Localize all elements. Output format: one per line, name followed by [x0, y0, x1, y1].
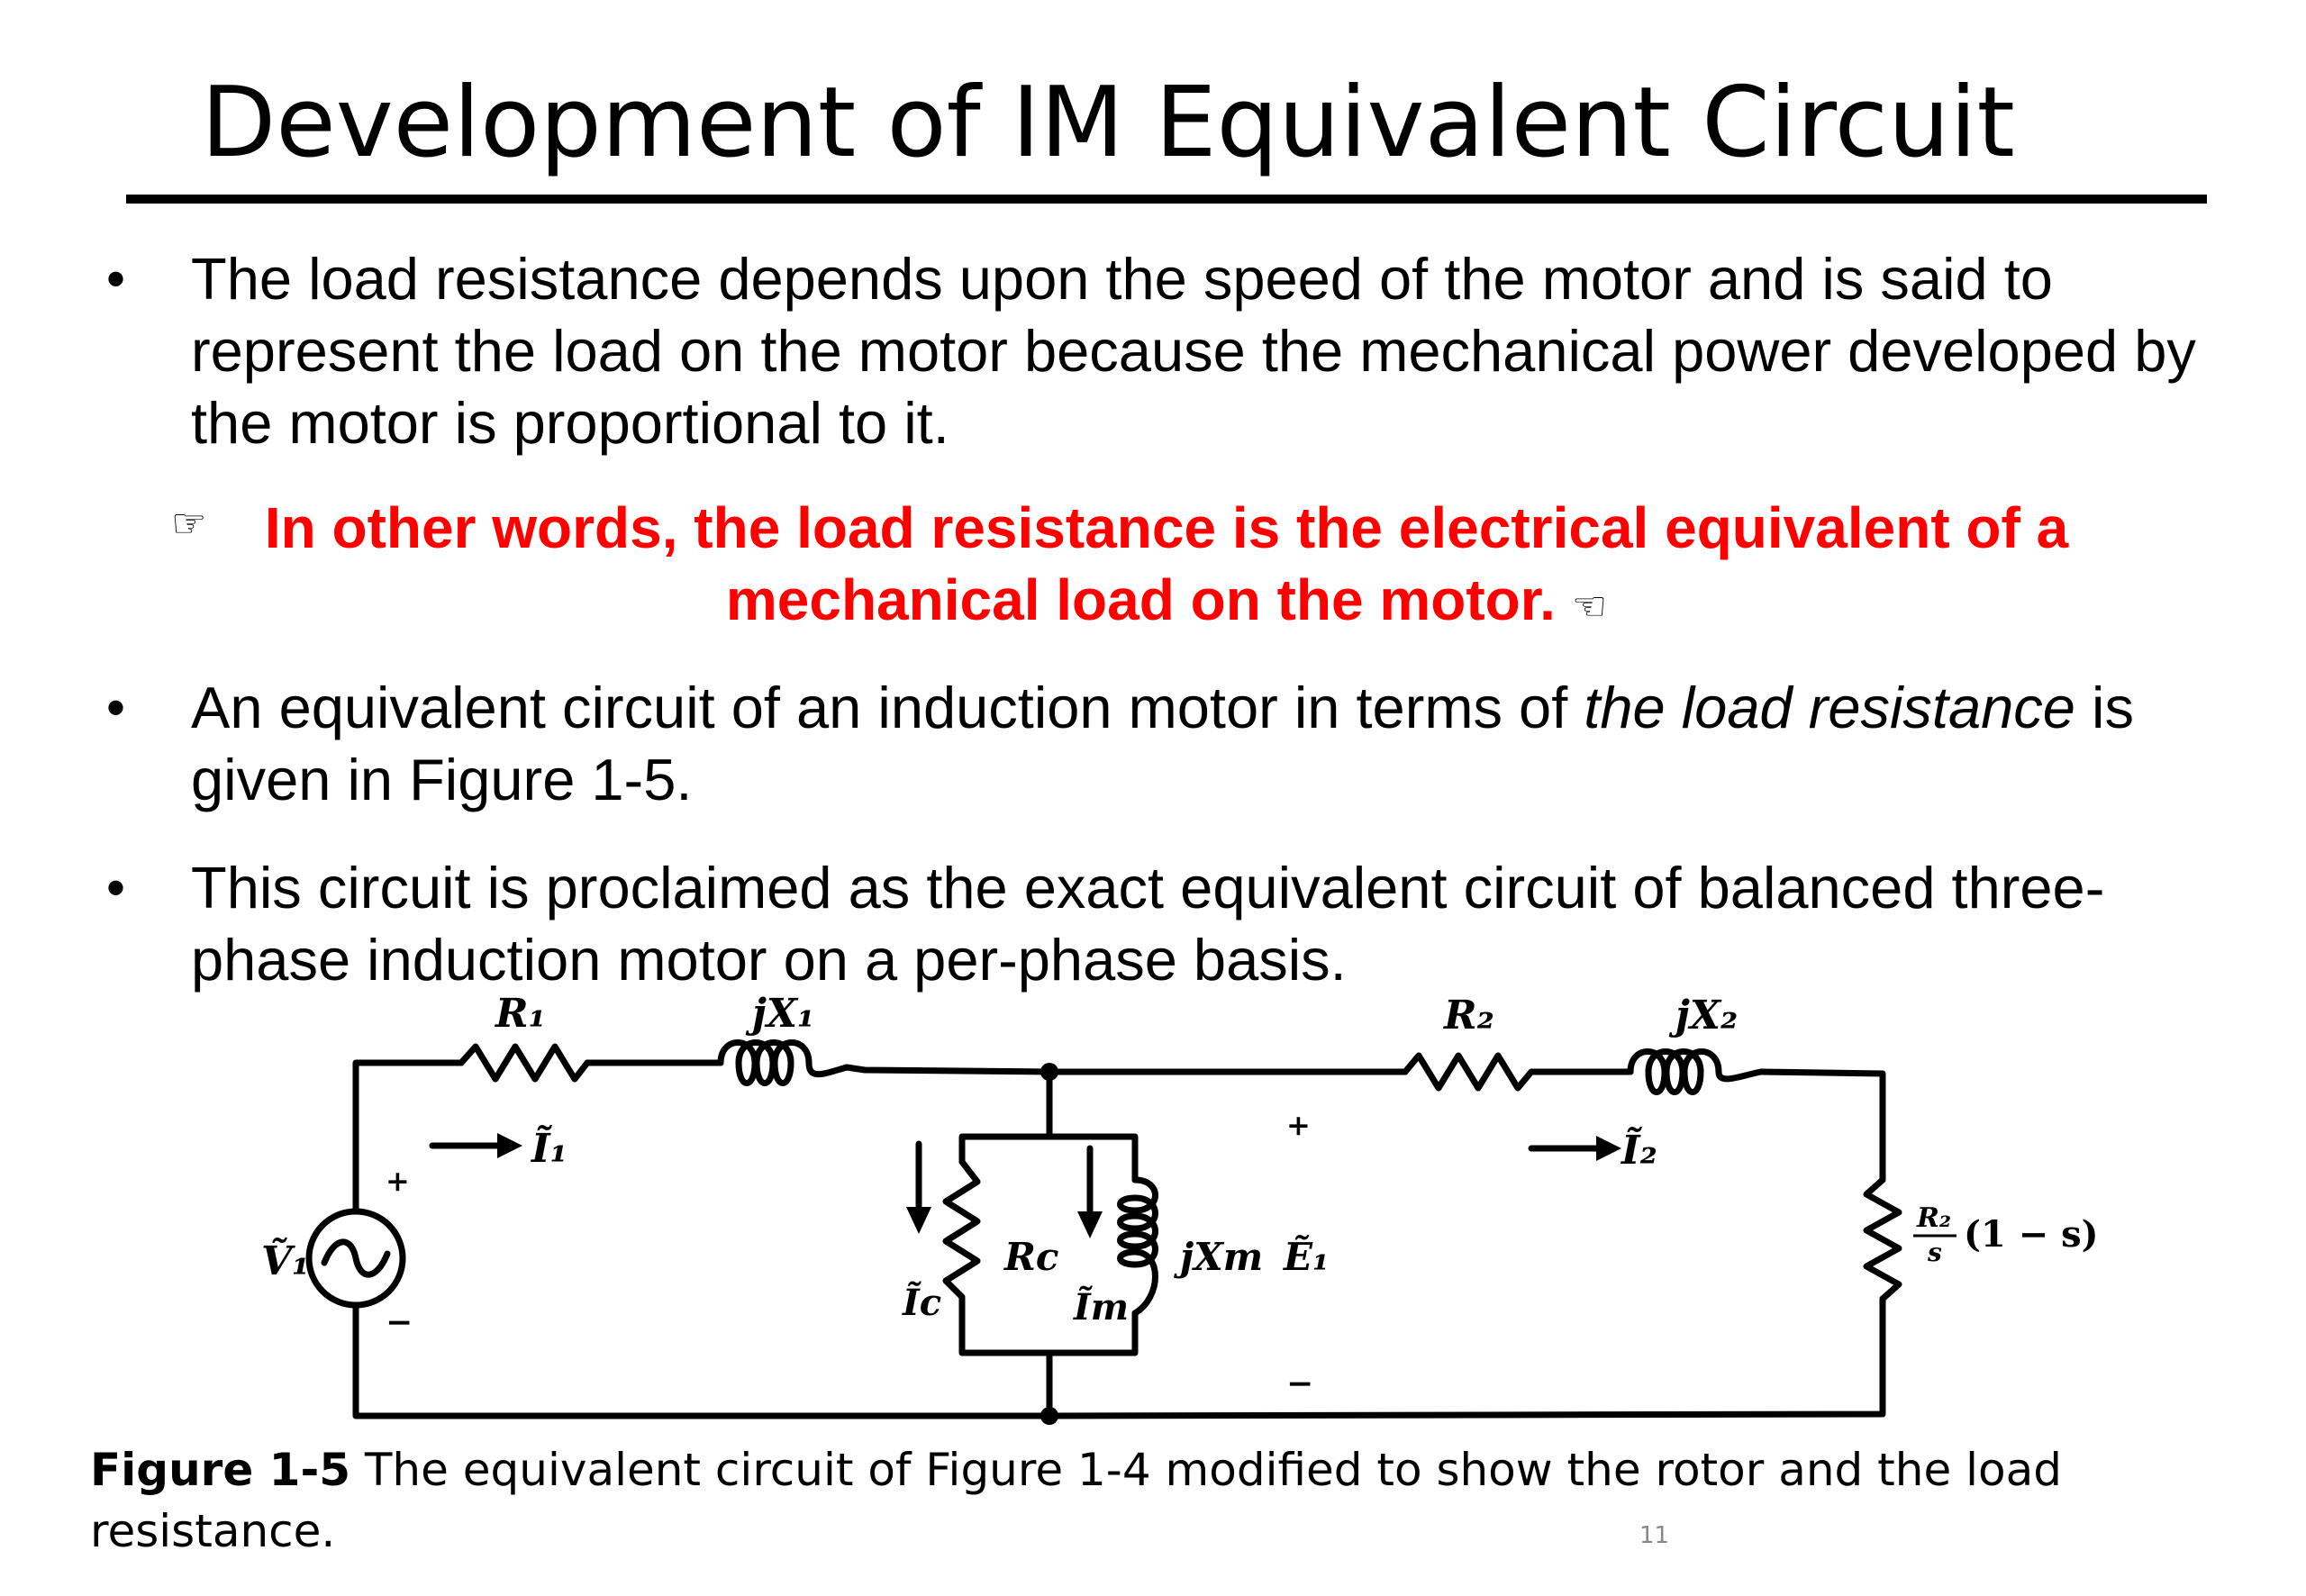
- bullet-marker: •: [106, 677, 126, 738]
- bullet-marker: •: [106, 857, 126, 918]
- slide-title: Development of IM Equivalent Circuit: [201, 67, 2015, 179]
- page-number: 11: [1639, 1522, 1670, 1549]
- label-load-factor: (1 − s): [1964, 1213, 2099, 1256]
- title-underline: [126, 195, 2207, 204]
- label-i1: Ĩ₁: [530, 1124, 567, 1172]
- figure-caption-text: The equivalent circuit of Figure 1-4 mod…: [90, 1444, 2062, 1557]
- figure-label: Figure 1-5: [90, 1444, 350, 1496]
- label-ic: Ĩc: [902, 1282, 941, 1324]
- label-jxm: jXm: [1174, 1235, 1263, 1279]
- label-i2: Ĩ₂: [1620, 1126, 1657, 1174]
- minus-source: −: [386, 1303, 413, 1341]
- label-load-num: R₂: [1916, 1202, 1951, 1234]
- label-jx1: jX₁: [745, 991, 814, 1037]
- label-load-den: s: [1927, 1238, 1942, 1267]
- label-im: Ĩm: [1073, 1286, 1129, 1328]
- wire-top-left: [352, 1059, 465, 1077]
- minus-e1: −: [1286, 1365, 1313, 1402]
- load-resistor: [1863, 1176, 1902, 1302]
- bullet-3-text: This circuit is proclaimed as the exact …: [191, 855, 2105, 993]
- bullet-2-text-end: is given in Figure 1-5.: [191, 675, 2134, 812]
- pointing-hand-left-icon: ☜: [1571, 584, 1608, 630]
- bullet-2-text: An equivalent circuit of an induction mo…: [191, 672, 2200, 816]
- rc-resistor: [942, 1158, 981, 1301]
- r1-resistor: [458, 1043, 591, 1083]
- r2-resistor: [1402, 1052, 1535, 1092]
- highlight-statement: In other words, the load resistance is t…: [153, 492, 2180, 643]
- label-jx2: jX₂: [1668, 993, 1738, 1038]
- plus-source: +: [386, 1164, 410, 1198]
- bullet-2-text-start: An equivalent circuit of an induction mo…: [191, 675, 1584, 740]
- pointing-hand-right-icon: ☞: [171, 501, 207, 547]
- ac-source: [305, 1208, 406, 1309]
- label-e1: Ẽ₁: [1283, 1234, 1329, 1279]
- plus-e1: +: [1286, 1108, 1311, 1142]
- label-r1: R₁: [494, 991, 546, 1037]
- bullet-2-text-italic: the load resistance: [1584, 675, 2075, 740]
- label-r2: R₂: [1442, 993, 1494, 1038]
- highlight-text: In other words, the load resistance is t…: [264, 495, 2069, 632]
- label-rc: Rc: [1003, 1235, 1058, 1279]
- bullet-marker: •: [106, 249, 126, 309]
- jx1-inductor: [717, 1039, 850, 1086]
- jxm-inductor: [1117, 1176, 1158, 1317]
- bullet-1-text: The load resistance depends upon the spe…: [191, 246, 2196, 456]
- label-v1: Ṽ₁: [261, 1237, 309, 1284]
- figure-caption: Figure 1-5 The equivalent circuit of Fig…: [90, 1439, 2270, 1562]
- jx2-inductor: [1627, 1048, 1765, 1095]
